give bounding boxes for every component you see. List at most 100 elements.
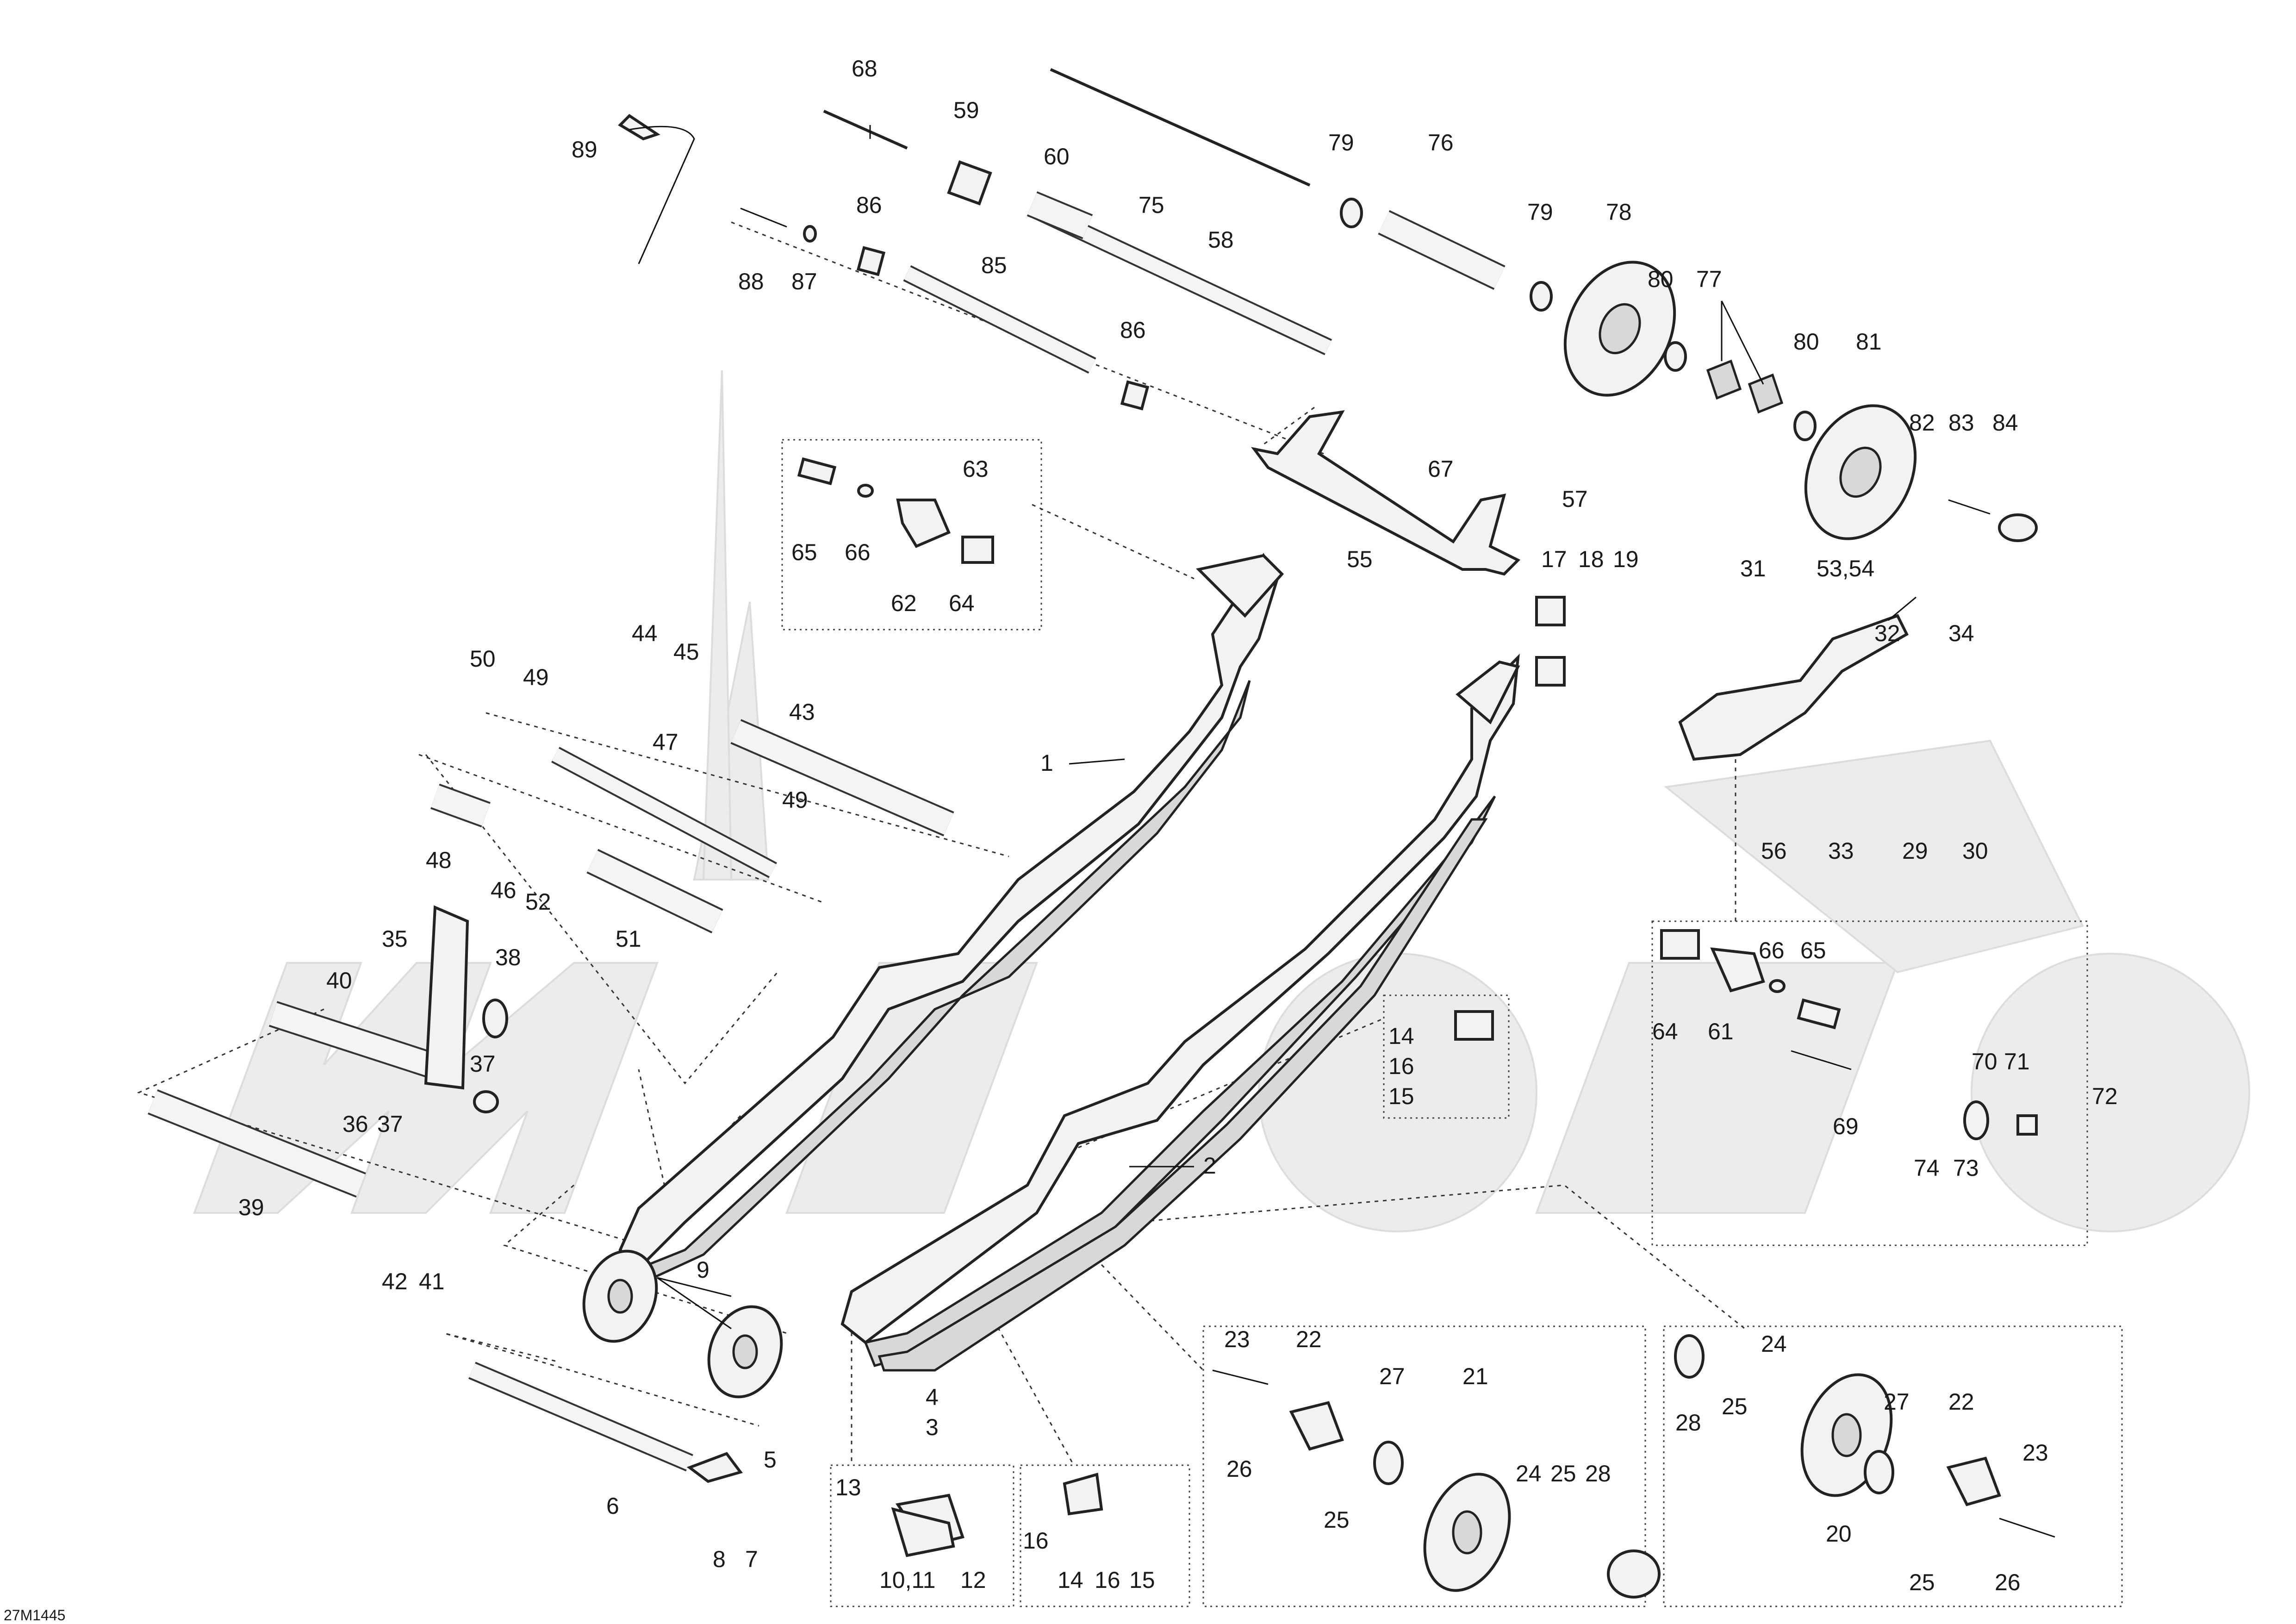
label-29: 29 — [1902, 838, 1928, 864]
label-49b: 49 — [782, 787, 808, 813]
label-25a: 25 — [1324, 1507, 1350, 1533]
label-56: 56 — [1761, 838, 1787, 864]
diagram-code: 27M1445 — [4, 1607, 65, 1624]
label-75: 75 — [1139, 192, 1164, 218]
label-52: 52 — [525, 889, 551, 915]
label-64b: 64 — [1652, 1018, 1678, 1044]
label-62: 62 — [891, 590, 917, 616]
label-34: 34 — [1948, 620, 1974, 646]
label-25b: 25 — [1550, 1461, 1576, 1487]
label-21: 21 — [1462, 1363, 1488, 1389]
label-28b: 28 — [1675, 1410, 1701, 1436]
label-70: 70 — [1972, 1049, 1997, 1074]
label-16a: 16 — [1388, 1053, 1414, 1079]
label-22a: 22 — [1296, 1326, 1322, 1352]
label-46: 46 — [491, 877, 516, 903]
label-74: 74 — [1914, 1155, 1940, 1181]
label-63: 63 — [963, 456, 989, 482]
label-72: 72 — [2092, 1083, 2118, 1109]
label-24b: 24 — [1761, 1331, 1787, 1357]
label-30: 30 — [1962, 838, 1988, 864]
rail-1 — [618, 553, 1284, 1284]
label-9: 9 — [697, 1257, 709, 1283]
label-65a: 65 — [791, 539, 817, 565]
label-33: 33 — [1828, 838, 1854, 864]
detail-boxes — [781, 439, 2123, 1607]
label-66b: 66 — [1759, 937, 1785, 963]
label-31: 31 — [1740, 556, 1766, 581]
label-85: 85 — [981, 252, 1007, 278]
label-13: 13 — [835, 1474, 861, 1500]
label-64a: 64 — [949, 590, 975, 616]
label-37a: 37 — [470, 1051, 496, 1077]
label-14b: 14 — [1058, 1567, 1083, 1593]
wheels — [582, 261, 1917, 1592]
label-53-54: 53,54 — [1817, 556, 1874, 581]
label-55: 55 — [1347, 546, 1373, 572]
label-61: 61 — [1708, 1018, 1734, 1044]
label-39: 39 — [238, 1194, 264, 1220]
detail-box-slider-bottom — [1020, 1464, 1190, 1607]
label-79b: 79 — [1527, 199, 1553, 225]
label-28a: 28 — [1585, 1461, 1611, 1487]
detail-box-spacers-top — [781, 439, 1042, 631]
label-89: 89 — [572, 137, 597, 162]
label-10-11: 10,11 — [879, 1567, 935, 1593]
label-27a: 27 — [1379, 1363, 1405, 1389]
label-27b: 27 — [1884, 1389, 1910, 1415]
label-22b: 22 — [1948, 1389, 1974, 1415]
label-42: 42 — [382, 1268, 408, 1294]
label-5: 5 — [764, 1447, 777, 1473]
detail-box-rear-arm — [1651, 920, 2088, 1246]
label-57: 57 — [1562, 486, 1588, 512]
label-79a: 79 — [1328, 130, 1354, 156]
label-84: 84 — [1992, 410, 2018, 436]
label-83: 83 — [1948, 410, 1974, 436]
label-15b: 15 — [1129, 1567, 1155, 1593]
label-88: 88 — [738, 269, 764, 294]
label-59: 59 — [953, 97, 979, 123]
label-17: 17 — [1541, 546, 1567, 572]
label-47: 47 — [653, 729, 678, 755]
detail-box-wheel-left — [1202, 1325, 1646, 1607]
detail-box-slider — [1383, 994, 1510, 1119]
label-41: 41 — [419, 1268, 445, 1294]
label-40: 40 — [326, 968, 352, 993]
label-86b: 86 — [1120, 317, 1146, 343]
label-80a: 80 — [1648, 266, 1674, 292]
label-44: 44 — [632, 620, 658, 646]
label-26b: 26 — [1995, 1569, 2021, 1595]
label-36: 36 — [342, 1111, 368, 1137]
hardware — [424, 114, 2055, 1599]
label-8: 8 — [713, 1546, 726, 1572]
label-69: 69 — [1833, 1113, 1859, 1139]
label-35: 35 — [382, 926, 408, 952]
label-20: 20 — [1826, 1521, 1852, 1547]
label-1: 1 — [1040, 750, 1053, 776]
label-24a: 24 — [1516, 1461, 1542, 1487]
rail-2 — [840, 653, 1520, 1372]
label-71: 71 — [2004, 1049, 2030, 1074]
label-45: 45 — [673, 639, 699, 665]
shafts — [148, 68, 1506, 1472]
label-32: 32 — [1874, 620, 1900, 646]
label-23b: 23 — [2022, 1440, 2048, 1466]
label-58: 58 — [1208, 227, 1234, 253]
label-37b: 37 — [377, 1111, 403, 1137]
part-labels: 1 2 3 4 5 6 7 8 9 10,11 12 13 14 14 15 1… — [238, 56, 2118, 1595]
label-14a: 14 — [1388, 1023, 1414, 1049]
label-18: 18 — [1578, 546, 1604, 572]
label-3: 3 — [926, 1414, 939, 1440]
label-25c: 25 — [1722, 1393, 1748, 1419]
label-76: 76 — [1428, 130, 1454, 156]
label-86a: 86 — [856, 192, 882, 218]
rear-arm-53-54 — [1678, 614, 1909, 761]
label-2: 2 — [1203, 1153, 1216, 1179]
label-66a: 66 — [845, 539, 871, 565]
label-4: 4 — [926, 1384, 939, 1410]
label-7: 7 — [745, 1546, 758, 1572]
label-25d: 25 — [1909, 1569, 1935, 1595]
cross-shaft-55 — [1251, 410, 1521, 576]
detail-box-wheel-right — [1663, 1325, 2123, 1607]
